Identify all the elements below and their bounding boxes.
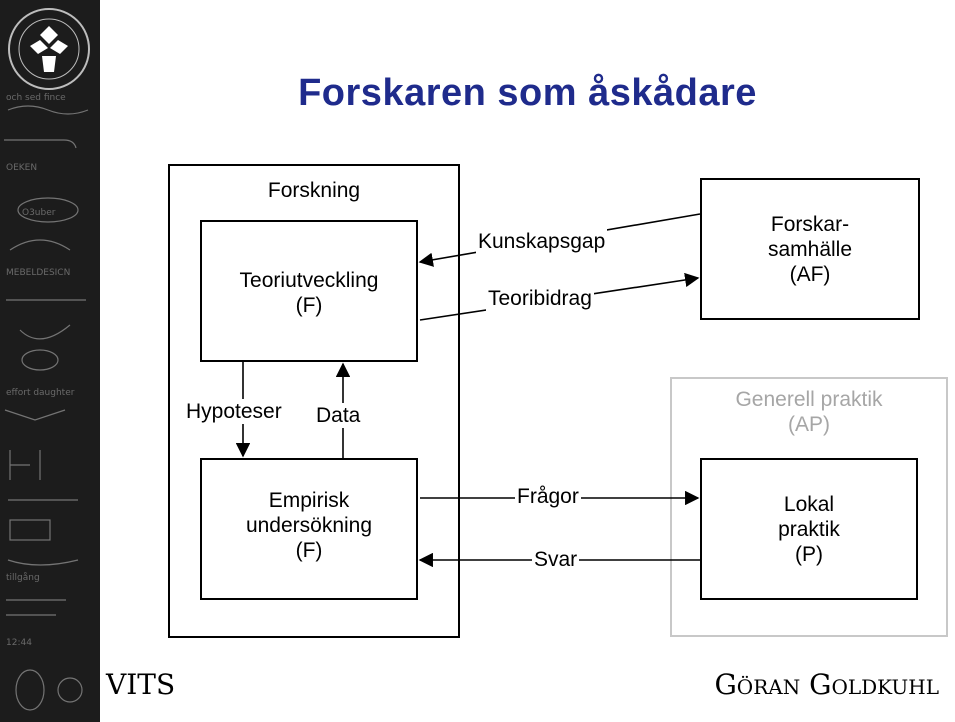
slide-title: Forskaren som åskådare: [298, 72, 757, 114]
forskarsamhalle-label-2: samhälle: [767, 238, 853, 261]
forskarsamhalle-code: (AF): [789, 263, 831, 286]
empirisk-label-1: Empirisk: [268, 489, 350, 512]
generell-praktik-code: (AP): [788, 413, 830, 436]
university-seal-icon: [8, 8, 90, 90]
kunskapsgap-label: Kunskapsgap: [476, 229, 608, 254]
forskarsamhalle-box: Forskar- samhälle (AF): [700, 178, 920, 320]
svg-text:effort daughter: effort daughter: [6, 388, 75, 398]
teoriutveckling-box: Teoriutveckling (F): [200, 220, 418, 362]
lokal-praktik-box: Lokal praktik (P): [700, 458, 918, 600]
hypoteser-label: Hypoteser: [184, 399, 284, 424]
lokal-praktik-label-1: Lokal: [783, 493, 835, 516]
footer-author: Göran Goldkuhl: [714, 668, 939, 701]
forskning-label: Forskning: [267, 179, 361, 202]
svg-text:O3uber: O3uber: [22, 208, 56, 218]
forskarsamhalle-label-1: Forskar-: [770, 213, 850, 236]
svg-text:MEBELDESICN: MEBELDESICN: [6, 268, 70, 278]
fragor-label: Frågor: [515, 484, 581, 509]
teoriutveckling-label: Teoriutveckling: [239, 269, 379, 292]
empirisk-code: (F): [295, 539, 323, 562]
svg-text:tillgång: tillgång: [6, 572, 40, 583]
teoribidrag-label: Teoribidrag: [486, 286, 594, 311]
lokal-praktik-label-2: praktik: [778, 518, 840, 541]
svar-label: Svar: [532, 547, 580, 572]
data-label: Data: [314, 403, 363, 428]
footer-course: VITS: [106, 668, 176, 701]
svg-text:12:44: 12:44: [6, 638, 32, 648]
empirisk-box: Empirisk undersökning (F): [200, 458, 418, 600]
forskning-box: Forskning: [168, 164, 460, 638]
chalk-scribbles: och sed fince OEKEN O3uber MEBELDESICN e…: [4, 93, 89, 711]
svg-text:och sed fince: och sed fince: [6, 93, 66, 103]
generell-praktik-box: Generell praktik (AP): [670, 377, 948, 637]
teoriutveckling-code: (F): [295, 294, 323, 317]
svg-text:OEKEN: OEKEN: [6, 163, 37, 173]
chalkboard-sidebar: och sed fince OEKEN O3uber MEBELDESICN e…: [0, 0, 100, 722]
generell-praktik-label: Generell praktik: [735, 388, 883, 411]
lokal-praktik-code: (P): [795, 543, 823, 566]
empirisk-label-2: undersökning: [245, 514, 373, 537]
